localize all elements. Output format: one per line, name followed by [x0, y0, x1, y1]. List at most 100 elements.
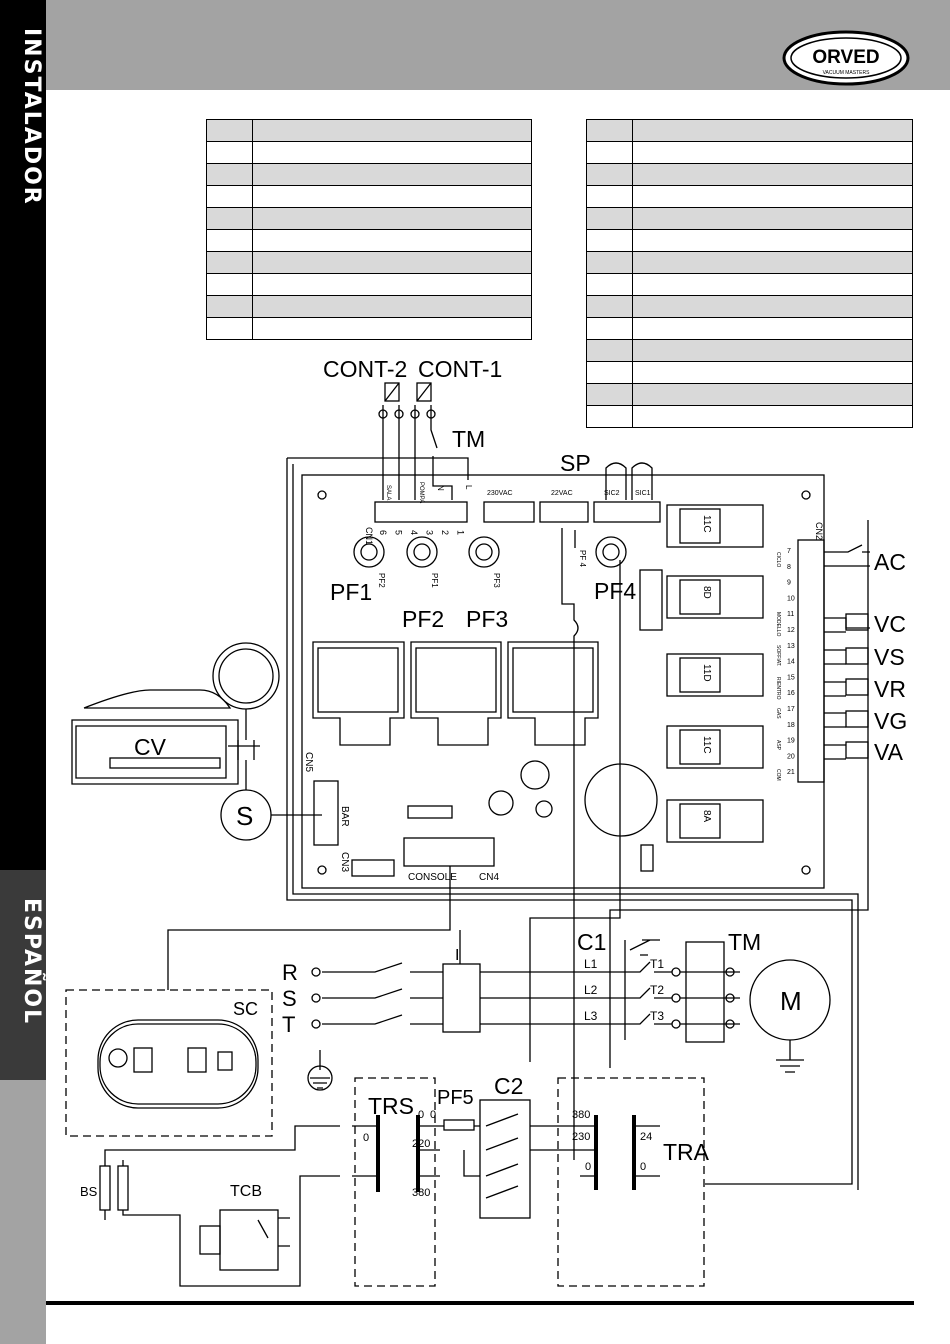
legend-table-right — [586, 119, 913, 428]
cn2-group-label: SOFFIAT. — [775, 645, 781, 667]
label-t2: T2 — [650, 983, 664, 997]
label-trs-0c: 0 — [430, 1109, 436, 1121]
label-pf3: PF3 — [466, 606, 508, 632]
legend-description-cell — [252, 119, 532, 142]
label-vg: VG — [874, 708, 907, 734]
label-bar: BAR — [339, 806, 350, 827]
label-tra-230: 230 — [572, 1131, 590, 1143]
label-cont1: CONT-1 — [418, 356, 502, 382]
cn2-pin-label: 11 — [787, 611, 794, 618]
label-bs: BS — [80, 1184, 98, 1199]
legend-row — [206, 185, 532, 208]
legend-description-cell — [632, 405, 913, 428]
label-pf2: PF2 — [402, 606, 444, 632]
cn1-pin-label: 4 — [409, 530, 419, 535]
label-console: CONSOLE — [408, 872, 457, 883]
legend-row — [206, 295, 532, 318]
cn2-pin-label: 17 — [787, 706, 795, 713]
label-vc: VC — [874, 611, 906, 637]
side-tab-footer — [0, 1080, 46, 1344]
legend-description-cell — [252, 295, 532, 318]
cn2-pin-label: 14 — [787, 659, 795, 666]
label-sic1: SIC1 — [635, 490, 651, 497]
label-cn1: CN1 — [364, 527, 374, 545]
legend-row — [586, 295, 913, 318]
label-i: I — [455, 947, 459, 964]
legend-description-cell — [252, 163, 532, 186]
cn2-pin-label: 13 — [787, 643, 795, 650]
logo-tagline: VACUUM MASTERS — [823, 70, 871, 76]
footer-rule — [46, 1301, 914, 1305]
label-pf5: PF5 — [437, 1087, 474, 1109]
orved-logo: ORVED VACUUM MASTERS — [782, 30, 910, 86]
label-sp: SP — [560, 450, 591, 476]
legend-row — [206, 251, 532, 274]
cn2-pin-label: 20 — [787, 753, 795, 760]
relay-label: 11C — [701, 736, 712, 754]
cn2-group-label: ASP — [775, 740, 781, 751]
label-t1: T1 — [650, 957, 664, 971]
label-s-phase: S — [282, 986, 297, 1011]
cn2-group-label: CICLO — [775, 552, 781, 567]
legend-code-cell — [206, 251, 253, 274]
label-pf4-small: PF 4 — [578, 550, 587, 567]
legend-row — [586, 229, 913, 252]
cn2-pin-label: 12 — [787, 627, 795, 634]
label-r: R — [282, 960, 298, 985]
logo-text: ORVED — [812, 47, 879, 68]
label-cn3: CN3 — [339, 852, 350, 872]
side-label-installer: INSTALADOR — [19, 28, 44, 206]
label-22vac: 22VAC — [551, 490, 573, 497]
legend-row — [206, 163, 532, 186]
cn2-pin-label: 21 — [787, 769, 795, 776]
label-trs-0a: 0 — [363, 1132, 369, 1144]
label-l3: L3 — [584, 1009, 598, 1023]
relay-label: 8D — [701, 586, 712, 599]
legend-row — [586, 339, 913, 362]
legend-description-cell — [632, 163, 913, 186]
label-c1: C1 — [577, 929, 606, 955]
label-cn4: CN4 — [479, 872, 499, 883]
side-tab-installer — [0, 0, 46, 870]
label-230vac: 230VAC — [487, 490, 513, 497]
cn2-pin-label: 15 — [787, 674, 795, 681]
legend-description-cell — [252, 251, 532, 274]
relay-label: 11D — [701, 664, 712, 682]
label-l2: L2 — [584, 983, 598, 997]
legend-description-cell — [252, 207, 532, 230]
side-label-spanish: ESPAÑOL — [19, 898, 44, 1026]
label-vs: VS — [874, 644, 905, 670]
label-m: M — [780, 986, 802, 1016]
cn2-group-label: GAS — [775, 708, 781, 719]
label-c2: C2 — [494, 1073, 523, 1099]
label-trs: TRS — [368, 1093, 414, 1119]
cn2-pin-label: 7 — [787, 548, 791, 555]
label-vr: VR — [874, 676, 906, 702]
label-sic2: SIC2 — [604, 490, 620, 497]
label-cn2: CN2 — [814, 522, 824, 540]
label-pf1-small: PF1 — [430, 573, 439, 588]
label-l1: L1 — [584, 957, 598, 971]
label-tra-0: 0 — [585, 1161, 591, 1173]
legend-description-cell — [632, 339, 913, 362]
label-trs-0b: 0 — [418, 1109, 424, 1121]
label-pf1: PF1 — [330, 579, 372, 605]
label-tra-24: 24 — [640, 1131, 652, 1143]
legend-row — [206, 207, 532, 230]
side-tab-spanish — [0, 870, 46, 1080]
label-cv: CV — [134, 734, 167, 760]
legend-row — [586, 383, 913, 406]
label-tra-0b: 0 — [640, 1161, 646, 1173]
label-pf4: PF4 — [594, 578, 636, 604]
cn2-pin-label: 16 — [787, 690, 795, 697]
cn1-pin-label: 3 — [425, 530, 435, 535]
legend-row — [586, 207, 913, 230]
cn2-pin-label: 9 — [787, 580, 791, 587]
relay-label: 8A — [701, 810, 712, 823]
label-l: L — [464, 485, 473, 490]
cn1-pin-label: 1 — [456, 530, 466, 535]
